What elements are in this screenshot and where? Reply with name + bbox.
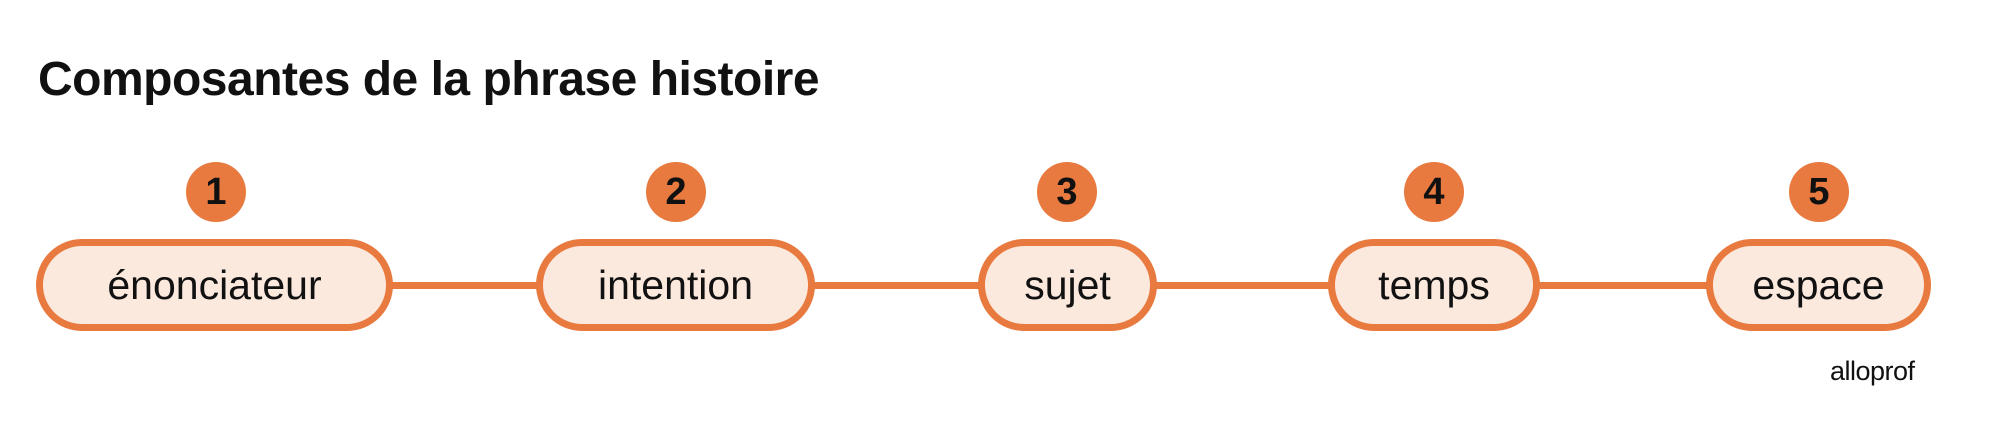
step-number-badge: 2 (646, 162, 706, 222)
connector-line (810, 282, 982, 289)
component-pill-temps: temps (1328, 239, 1540, 331)
connector-line (1535, 282, 1710, 289)
step-number-badge: 3 (1037, 162, 1097, 222)
diagram-title: Composantes de la phrase histoire (38, 53, 820, 106)
connector-line (390, 282, 540, 289)
step-number-badge: 5 (1789, 162, 1849, 222)
step-number-badge: 1 (186, 162, 246, 222)
alloprof-logo: alloprof (1830, 356, 1915, 386)
component-pill-sujet: sujet (978, 239, 1157, 331)
connector-line (1152, 282, 1332, 289)
step-number-badge: 4 (1404, 162, 1464, 222)
component-pill-espace: espace (1706, 239, 1931, 331)
component-pill-enonciateur: énonciateur (36, 239, 393, 331)
component-pill-intention: intention (536, 239, 815, 331)
